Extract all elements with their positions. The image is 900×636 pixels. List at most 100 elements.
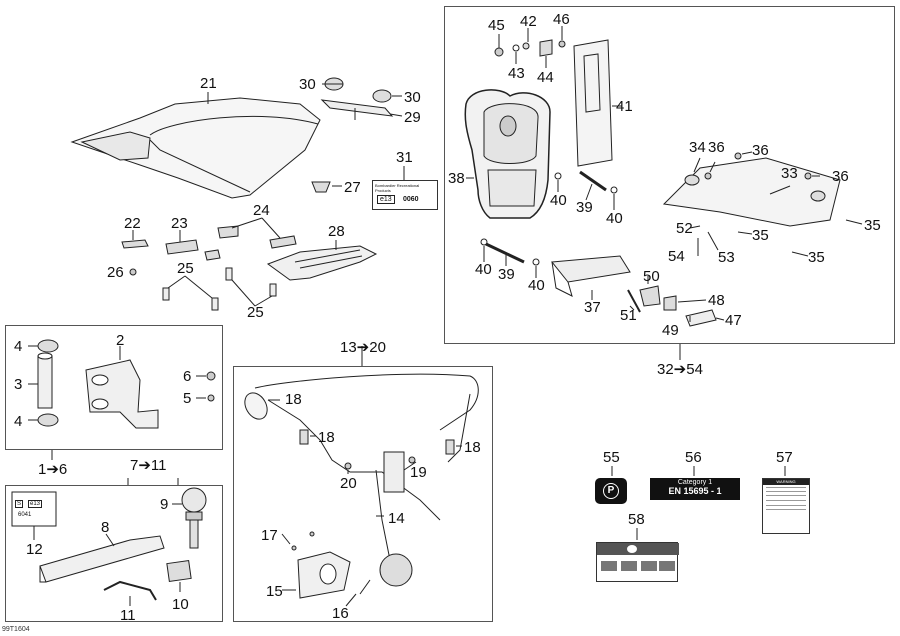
callout-26: 26	[107, 264, 124, 281]
callout-35a: 35	[864, 217, 881, 234]
category-title: Category 1	[677, 479, 713, 486]
callout-51: 51	[620, 307, 637, 324]
pad-part-10	[166, 559, 192, 583]
spacer-part-25d	[269, 283, 277, 297]
callout-47: 47	[725, 312, 742, 329]
group-range-32-54: 32➔54	[657, 361, 703, 378]
pad-part-47	[685, 309, 717, 327]
callout-29: 29	[404, 109, 421, 126]
callout-40c: 40	[475, 261, 492, 278]
callout-27: 27	[344, 179, 361, 196]
nut-part-26	[129, 268, 137, 276]
callout-35c: 35	[808, 249, 825, 266]
callout-6: 6	[183, 368, 192, 385]
diagram-code: 99T1604	[2, 626, 30, 633]
label-12-content: S e13 6041	[14, 500, 54, 524]
spacer-part-25c	[225, 267, 233, 281]
callout-52: 52	[676, 220, 693, 237]
callout-9: 9	[160, 496, 169, 513]
bracket-part-37	[551, 255, 631, 283]
label-31-code1: e13	[377, 195, 395, 204]
callout-38: 38	[448, 170, 465, 187]
clamp-part-4b	[37, 413, 59, 427]
seat-part-21	[70, 97, 321, 199]
bracket-part-24b	[269, 235, 297, 249]
label-31-line1: Bombardier Recreational Products	[375, 183, 420, 193]
park-sticker-part-55: P	[595, 478, 627, 504]
callout-31: 31	[396, 149, 413, 166]
frame-hitch-bracket-kit	[5, 325, 223, 450]
callout-5: 5	[183, 390, 192, 407]
nut-part-6	[206, 371, 216, 381]
bracket-part-23	[165, 239, 199, 255]
heat-shield-part-28	[266, 245, 378, 281]
bracket-part-50	[639, 285, 661, 307]
clip-part-27	[311, 181, 331, 193]
park-symbol: P	[603, 483, 619, 499]
callout-36a: 36	[708, 139, 725, 156]
callout-39a: 39	[576, 199, 593, 216]
callout-18a: 18	[285, 391, 302, 408]
category-code: EN 15695 - 1	[668, 486, 722, 496]
rod-part-39a	[579, 170, 607, 192]
callout-41: 41	[616, 98, 633, 115]
callout-53: 53	[718, 249, 735, 266]
socket-part-14	[379, 553, 413, 587]
callout-45: 45	[488, 17, 505, 34]
washer-part-42	[522, 42, 530, 50]
callout-10: 10	[172, 596, 189, 613]
callout-20: 20	[340, 475, 357, 492]
callout-4b: 4	[14, 413, 23, 430]
rod-part-39b	[485, 242, 525, 264]
callout-36b: 36	[752, 142, 769, 159]
callout-46: 46	[553, 11, 570, 28]
harness-part-14	[267, 399, 441, 521]
callout-12: 12	[26, 541, 43, 558]
callout-49: 49	[662, 322, 679, 339]
label-12-s: S	[15, 500, 24, 508]
callout-43: 43	[508, 65, 525, 82]
clamp-part-4a	[37, 339, 59, 353]
callout-58: 58	[628, 511, 645, 528]
group-range-7-11: 7➔11	[130, 457, 167, 474]
frame-wiring-kit	[233, 366, 493, 622]
callout-22: 22	[124, 215, 141, 232]
warning-sticker-part-57: WARNING	[762, 478, 810, 534]
callout-42: 42	[520, 13, 537, 30]
bolt-part-51	[627, 289, 641, 313]
label-12-e: e13	[28, 500, 43, 508]
spacer-part-25a	[162, 287, 170, 301]
callout-56: 56	[685, 449, 702, 466]
bracket-part-29	[320, 99, 394, 117]
callout-40a: 40	[550, 192, 567, 209]
callout-23: 23	[171, 215, 188, 232]
bolt-part-45	[494, 47, 504, 57]
label-part-31: Bombardier Recreational Products e13 006…	[372, 180, 438, 210]
bracket-part-44	[539, 39, 553, 57]
callout-2: 2	[116, 332, 125, 349]
nut-part-46	[558, 40, 566, 48]
callout-54: 54	[668, 248, 685, 265]
label-12-num: 6041	[18, 512, 32, 518]
spacer-part-25b	[211, 297, 219, 311]
backrest-bar-part-41	[573, 39, 613, 167]
hitch-ball-part-9	[181, 487, 207, 513]
callout-55: 55	[603, 449, 620, 466]
load-sticker-part-58	[596, 542, 679, 582]
callout-40d: 40	[528, 277, 545, 294]
callout-30a: 30	[299, 76, 316, 93]
group-range-1-6: 1➔6	[38, 461, 68, 478]
sleeve-part-3	[37, 355, 53, 409]
callout-33: 33	[781, 165, 798, 182]
callout-35b: 35	[752, 227, 769, 244]
frame-hitch-ball-kit	[5, 485, 223, 622]
group-range-13-20: 13➔20	[340, 339, 386, 356]
callout-3: 3	[14, 376, 23, 393]
category-sticker-part-56: Category 1 EN 15695 - 1	[650, 478, 740, 500]
callout-14: 14	[388, 510, 405, 527]
callout-19: 19	[410, 464, 427, 481]
bumper-part-30b	[372, 89, 392, 103]
warning-header: WARNING	[763, 479, 809, 485]
callout-37: 37	[584, 299, 601, 316]
